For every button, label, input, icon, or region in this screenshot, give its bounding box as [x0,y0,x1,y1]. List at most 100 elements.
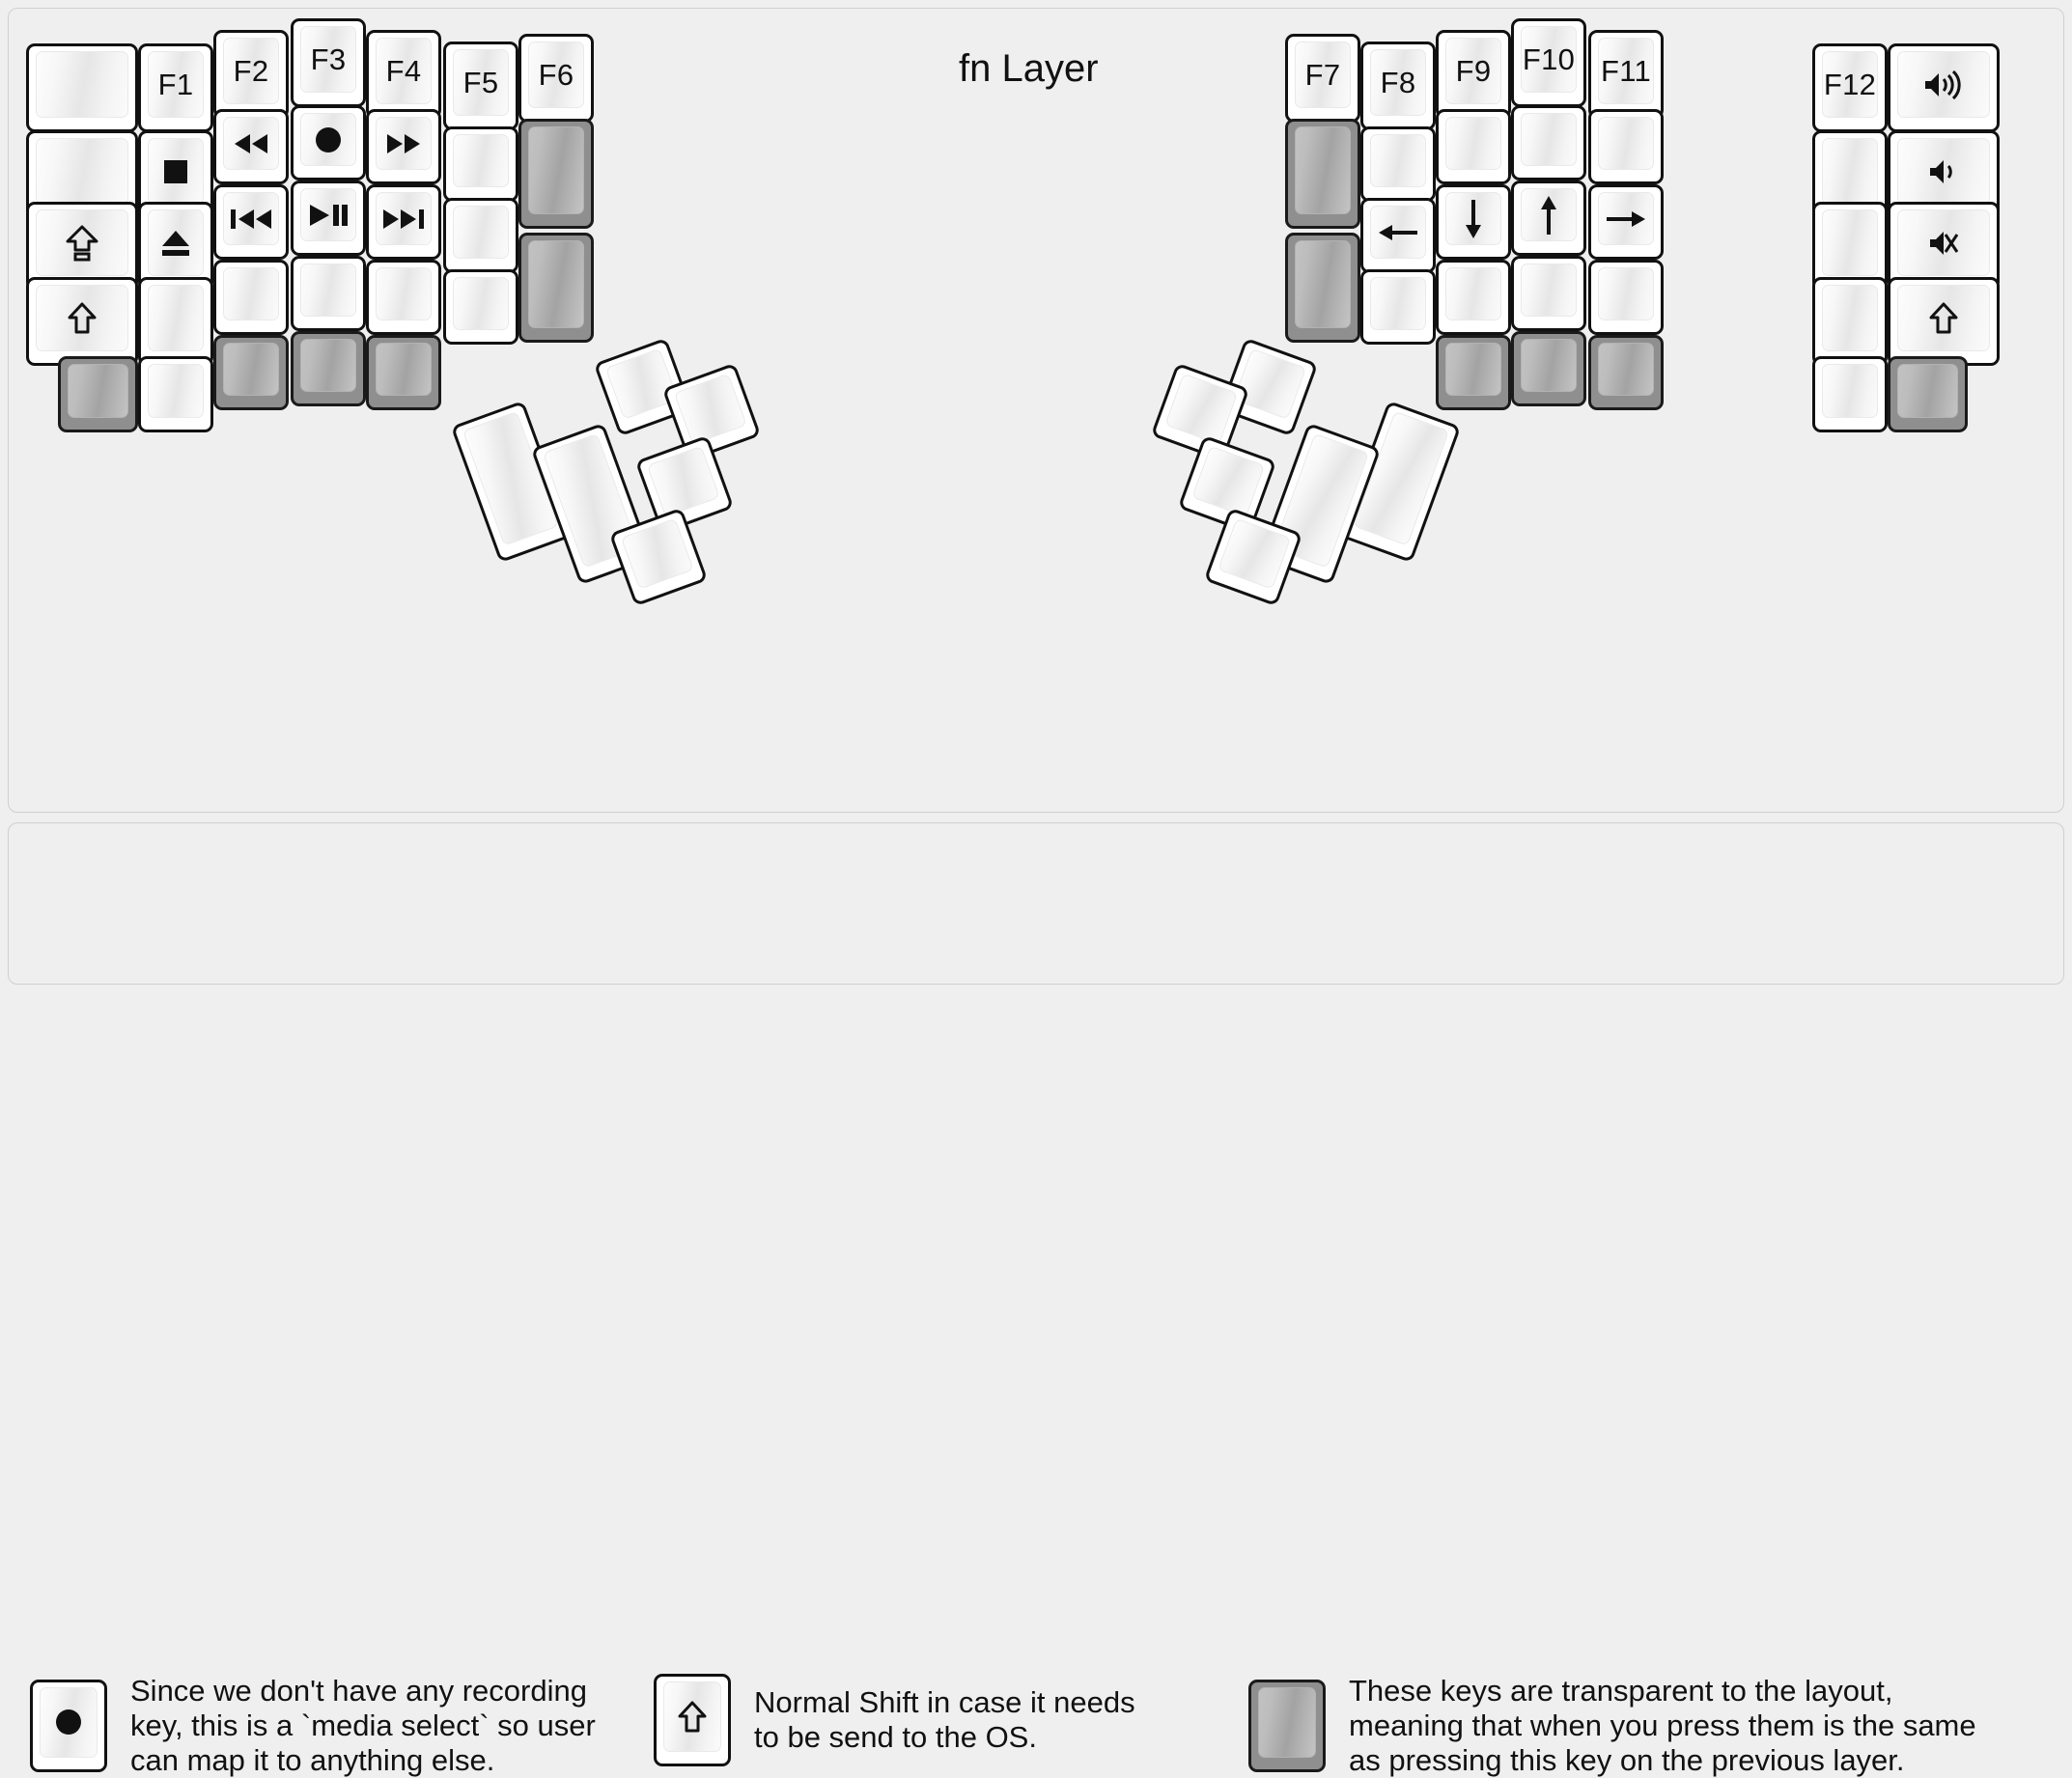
key-l-c6-r0[interactable]: F6 [518,34,594,123]
key-r-c2-r3[interactable] [1436,260,1511,335]
keycap-surface [1897,364,1958,418]
key-l-c5-r3[interactable] [443,269,518,345]
key-r-c2-r2[interactable] [1436,184,1511,260]
key-r-c0-r2[interactable] [1285,233,1360,343]
key-l-c6-r2[interactable] [518,233,594,343]
keycap-surface [223,267,279,320]
key-r-c2-r0[interactable]: F9 [1436,30,1511,119]
keycap-surface [40,1686,98,1758]
key-l-c0-r2[interactable] [26,202,138,291]
key-r-c4-r4[interactable] [1588,335,1664,410]
key-l-c2-r4[interactable] [213,335,289,410]
key-r-c6-r2[interactable] [1888,202,2000,291]
keycap-surface [1370,206,1426,259]
key-label: F5 [462,66,499,99]
keycap-surface [1521,188,1577,241]
key-r-c1-r3[interactable] [1360,269,1436,345]
key-r-c1-r1[interactable] [1360,126,1436,202]
key-label: F9 [1455,54,1492,88]
legend-text-3: These keys are transparent to the layout… [1349,1674,1976,1777]
key-l-c4-r3[interactable] [366,260,441,335]
volume-mute-icon [1927,229,1960,258]
key-r-c0-r1[interactable] [1285,119,1360,229]
key-l-c4-r4[interactable] [366,335,441,410]
key-r-c3-r2[interactable] [1511,181,1586,256]
key-l-c3-r4[interactable] [291,331,366,406]
key-l-c5-r2[interactable] [443,198,518,273]
key-r-c5-r2[interactable] [1812,202,1888,291]
keycap-surface: F4 [376,38,432,104]
key-r-c5-r4[interactable] [1812,356,1888,432]
key-r-c6-r4[interactable] [1888,356,1968,432]
legend-item-2: Normal Shift in case it needs to be send… [654,1674,1135,1766]
key-l-c3-r2[interactable] [291,181,366,256]
key-l-c0-r3[interactable] [26,277,138,366]
key-r-c3-r0[interactable]: F10 [1511,18,1586,107]
keycap-surface [1822,138,1878,205]
key-r-c6-r3[interactable] [1888,277,2000,366]
key-l-c2-r1[interactable] [213,109,289,184]
key-r-c2-r1[interactable] [1436,109,1511,184]
key-r-c4-r1[interactable] [1588,109,1664,184]
keycap-surface: F3 [300,26,356,93]
keycap-surface [1258,1686,1316,1758]
keycap-surface [663,1681,721,1752]
key-r-c6-r0[interactable] [1888,43,2000,132]
keycap-surface [453,277,509,330]
legend-text-2: Normal Shift in case it needs to be send… [754,1685,1135,1754]
media-fast-forward-icon [384,132,423,155]
key-r-c3-r1[interactable] [1511,105,1586,181]
key-label: F8 [1380,66,1416,99]
keycap-surface [300,188,356,241]
legend-item-1: Since we don't have any recording key, t… [30,1674,596,1778]
key-l-c3-r3[interactable] [291,256,366,331]
key-l-c1-r2[interactable] [138,202,213,291]
key-l-c2-r3[interactable] [213,260,289,335]
key-r-c5-r0[interactable]: F12 [1812,43,1888,132]
key-l-c2-r0[interactable]: F2 [213,30,289,119]
keycap-surface [1822,209,1878,276]
key-r-c4-r0[interactable]: F11 [1588,30,1664,119]
key-r-c2-r4[interactable] [1436,335,1511,410]
key-r-c3-r4[interactable] [1511,331,1586,406]
keycap-surface [1897,138,1990,205]
keycap-surface: F6 [528,42,584,108]
keycap-surface [1897,51,1990,118]
keycap-surface [1233,347,1307,420]
keycap-surface: F9 [1445,38,1501,104]
key-l-c0-r4[interactable] [58,356,138,432]
keycap-surface [453,206,509,259]
key-l-c5-r1[interactable] [443,126,518,202]
key-r-c1-r0[interactable]: F8 [1360,42,1436,130]
key-r-c0-r0[interactable]: F7 [1285,34,1360,123]
keycap-surface [223,192,279,245]
key-l-c1-r3[interactable] [138,277,213,366]
key-l-c2-r2[interactable] [213,184,289,260]
key-l-c6-r1[interactable] [518,119,594,229]
key-r-c5-r3[interactable] [1812,277,1888,366]
key-r-c3-r3[interactable] [1511,256,1586,331]
key-l-c4-r2[interactable] [366,184,441,260]
key-l-c4-r1[interactable] [366,109,441,184]
keycap-surface [620,517,694,590]
key-l-c3-r1[interactable] [291,105,366,181]
keycap-surface [1370,277,1426,330]
legend-keycap-3 [1248,1679,1326,1772]
volume-down-icon [1927,157,1960,186]
key-l-c1-r4[interactable] [138,356,213,432]
key-l-c1-r0[interactable]: F1 [138,43,213,132]
key-r-c4-r3[interactable] [1588,260,1664,335]
key-l-c5-r0[interactable]: F5 [443,42,518,130]
caps-lock-icon [66,225,98,262]
key-label: F2 [233,54,269,88]
keycap-surface [148,285,204,351]
key-r-c4-r2[interactable] [1588,184,1664,260]
arrow-up-icon [1538,194,1559,236]
key-l-c3-r0[interactable]: F3 [291,18,366,107]
keycap-surface [223,343,279,396]
key-l-c4-r0[interactable]: F4 [366,30,441,119]
key-r-c1-r2[interactable] [1360,198,1436,273]
key-l-c0-r0[interactable] [26,43,138,132]
key-label: F1 [157,68,194,101]
